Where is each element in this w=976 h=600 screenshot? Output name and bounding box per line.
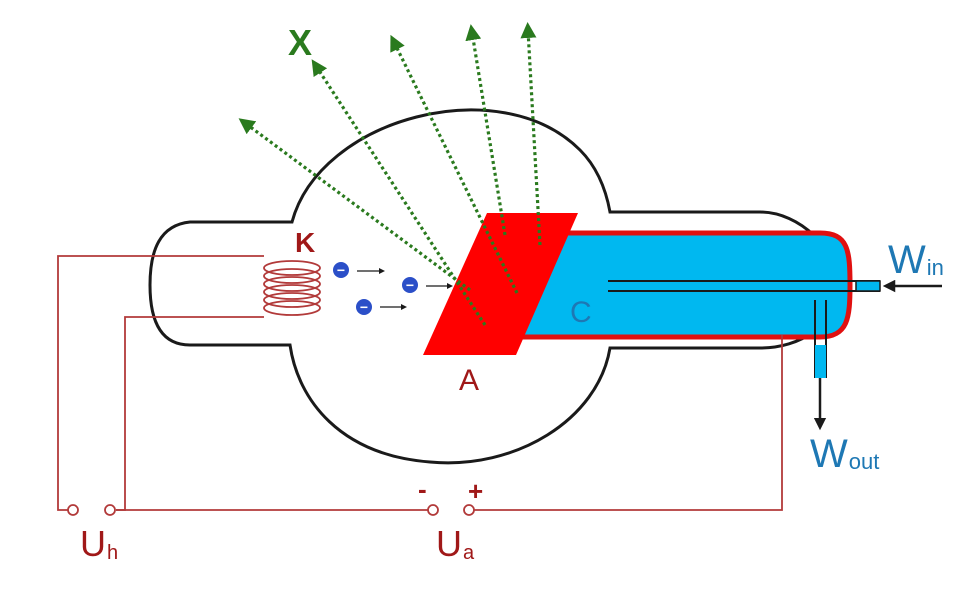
water-outlet-pipe [814,300,827,378]
svg-text:−: − [360,299,368,315]
x-ray-beam-3 [390,34,519,294]
water-out-label: Wout [810,432,879,476]
terminal-uh-right [104,504,116,516]
cooling-label: C [570,296,592,329]
heater-voltage-label: Uh [80,523,118,564]
x-ray-beam-1 [238,118,471,292]
anode-circuit-wire-2 [474,335,783,511]
terminal-ua-plus [463,504,475,516]
x-ray-beams [238,22,542,326]
electron-1: − [333,262,349,278]
minus-sign: - [418,474,427,504]
electron-2: − [402,277,418,293]
electron-3: − [356,299,372,315]
water-inlet-pipe [608,280,881,292]
heater-circuit-wire [57,255,264,511]
x-ray-beam-4 [465,24,507,236]
terminal-uh-left [67,504,79,516]
anode-label: A [459,364,479,397]
terminal-ua-minus [427,504,439,516]
plus-sign: + [468,476,483,506]
anode-target [423,213,578,355]
x-ray-label: X [288,22,312,63]
cathode-label: K [295,227,315,258]
svg-text:−: − [337,262,345,278]
cooling-channel [516,230,853,340]
cathode-filament-coil [263,260,321,316]
water-in-label: Win [888,238,944,282]
svg-text:−: − [406,277,414,293]
anode-voltage-label: Ua [436,523,475,564]
